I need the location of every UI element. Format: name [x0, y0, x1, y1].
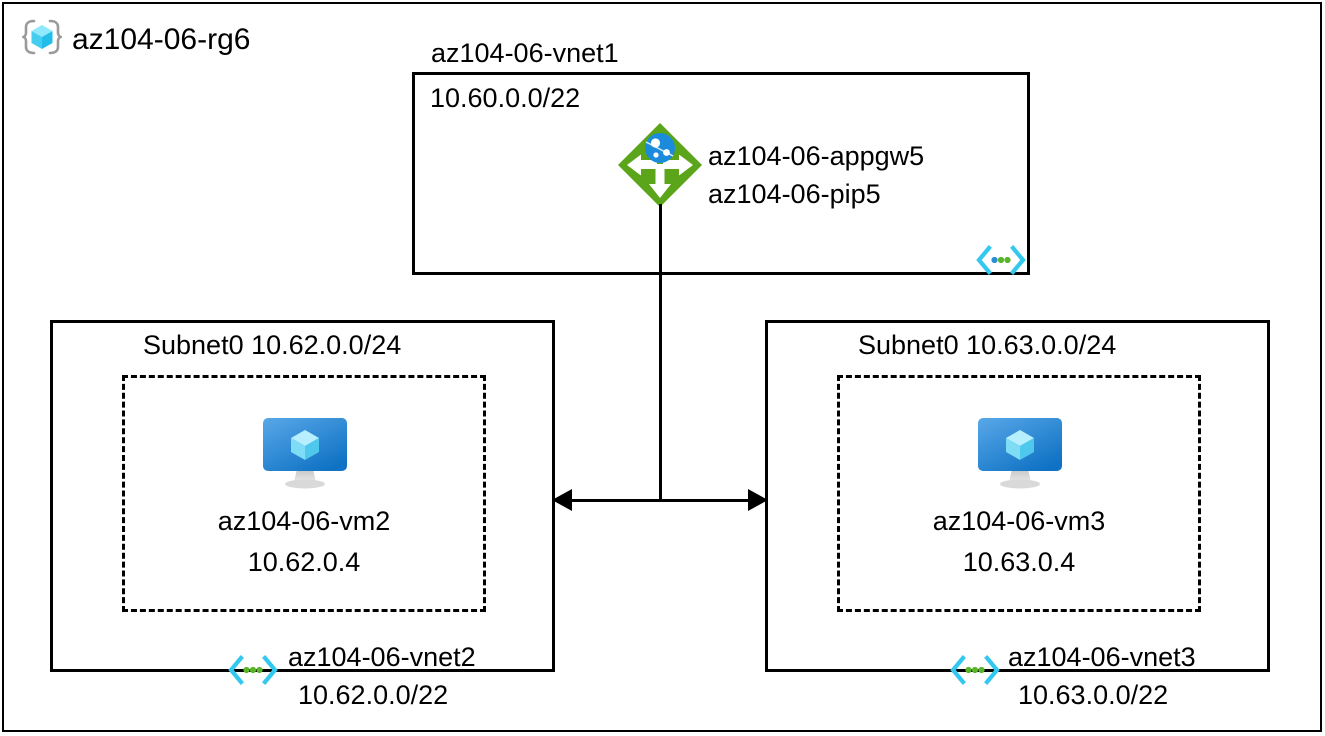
- vnet3-subnet-dashed-boundary: [837, 375, 1201, 612]
- vnet1-boundary: [412, 72, 1030, 275]
- gateway-drop-line: [659, 204, 662, 502]
- vm2-virtual-machine-icon: [259, 414, 351, 499]
- application-gateway-icon: [617, 122, 703, 213]
- vnet2-cidr: 10.62.0.0/22: [298, 680, 449, 710]
- vm2-name: az104-06-vm2: [217, 506, 391, 536]
- vnet2-virtual-network-icon: [228, 655, 278, 690]
- peering-arrowhead-left: [552, 489, 572, 511]
- public-ip-name: az104-06-pip5: [708, 179, 881, 209]
- appgw-name: az104-06-appgw5: [708, 141, 925, 171]
- vnet3-subnet-title: Subnet0 10.63.0.0/24: [858, 330, 1117, 360]
- vnet3-name: az104-06-vnet3: [1008, 642, 1196, 672]
- vm3-virtual-machine-icon: [974, 414, 1066, 499]
- vm3-ip: 10.63.0.4: [962, 547, 1076, 577]
- resource-group-cube-icon: [20, 18, 64, 61]
- vnet2-subnet-dashed-boundary: [122, 375, 486, 612]
- vm2-ip: 10.62.0.4: [247, 547, 361, 577]
- vnet3-cidr: 10.63.0.0/22: [1018, 680, 1169, 710]
- vm3-name: az104-06-vm3: [932, 506, 1106, 536]
- vnet2-subnet-title: Subnet0 10.62.0.0/24: [143, 330, 402, 360]
- vnet1-virtual-network-icon: [976, 245, 1026, 280]
- resource-group-header: az104-06-rg6: [20, 18, 251, 61]
- vnet1-cidr: 10.60.0.0/22: [430, 83, 581, 113]
- vnet3-virtual-network-icon: [950, 655, 1000, 690]
- peering-arrowhead-right: [748, 489, 768, 511]
- resource-group-name: az104-06-rg6: [72, 22, 251, 56]
- vnet2-name: az104-06-vnet2: [288, 642, 476, 672]
- vnet1-title: az104-06-vnet1: [431, 38, 619, 68]
- peering-line: [566, 499, 756, 502]
